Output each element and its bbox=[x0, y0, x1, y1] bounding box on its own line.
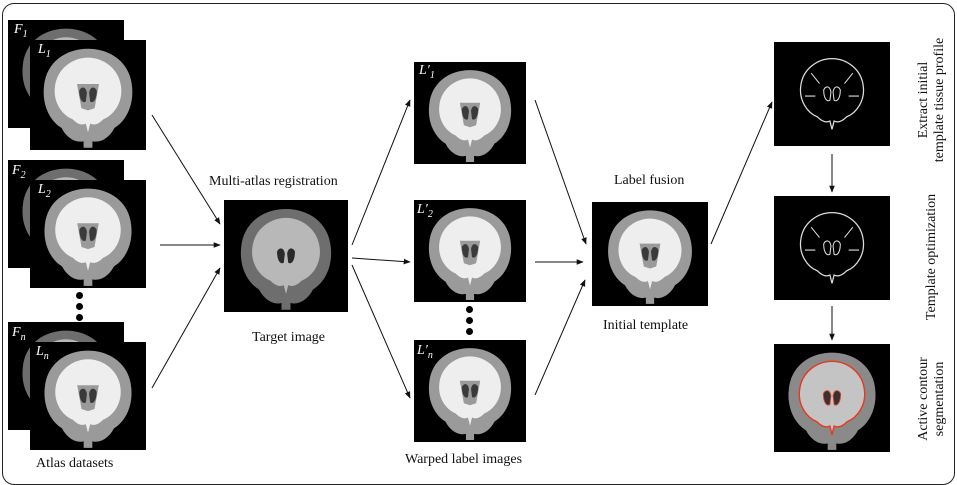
warped-label-image-1 bbox=[414, 62, 526, 164]
warped-l-label-1: L′1 bbox=[419, 63, 435, 81]
warped-l-label-2: L′2 bbox=[417, 202, 433, 220]
atlas-l-label-1: L1 bbox=[38, 42, 51, 60]
ellipsis-dot bbox=[76, 303, 83, 310]
initial-template-caption: Initial template bbox=[603, 318, 689, 333]
atlas-label-image-1 bbox=[30, 40, 146, 150]
initial-template-image bbox=[592, 202, 708, 306]
warped-label-image-n bbox=[414, 340, 526, 442]
label-fusion-title: Label fusion bbox=[614, 173, 685, 188]
atlas-label-image-2 bbox=[30, 180, 146, 288]
atlas-label-image-n bbox=[30, 342, 146, 450]
ellipsis-dot bbox=[76, 314, 83, 321]
atlas-datasets-caption: Atlas datasets bbox=[36, 456, 114, 471]
ellipsis-dot bbox=[466, 317, 473, 324]
tissue-profile-image bbox=[774, 42, 890, 146]
target-image bbox=[224, 200, 348, 312]
segmentation-result-image bbox=[774, 344, 890, 452]
atlas-f-label-n: Fn bbox=[12, 325, 26, 343]
atlas-f-label-2: F2 bbox=[12, 163, 26, 181]
warped-label-images-caption: Warped label images bbox=[405, 452, 523, 467]
warped-label-image-2 bbox=[414, 200, 526, 302]
ellipsis-dot bbox=[466, 306, 473, 313]
ellipsis-dot bbox=[466, 328, 473, 335]
atlas-l-label-n: Ln bbox=[36, 344, 49, 362]
atlas-l-label-2: L2 bbox=[38, 182, 51, 200]
multi-atlas-registration-title: Multi-atlas registration bbox=[209, 174, 338, 189]
optimized-template-image bbox=[774, 196, 890, 300]
warped-l-label-n: L′n bbox=[417, 343, 433, 361]
atlas-f-label-1: F1 bbox=[14, 22, 28, 40]
ellipsis-dot bbox=[76, 292, 83, 299]
step-label-optimization: Template optimization bbox=[924, 193, 939, 321]
target-image-caption: Target image bbox=[252, 330, 326, 345]
